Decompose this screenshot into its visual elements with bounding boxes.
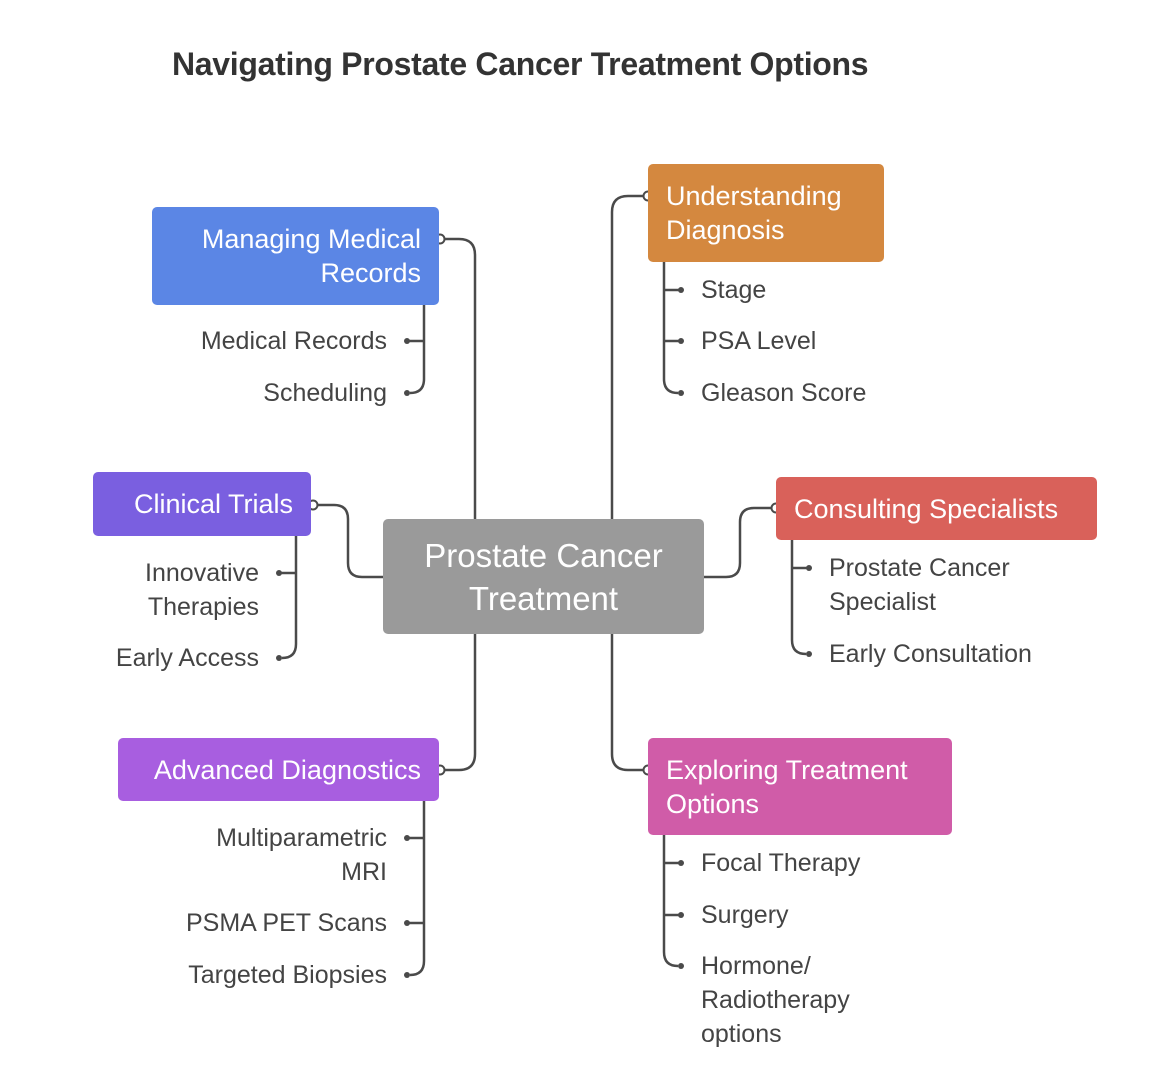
branch-advanced-diagnostics[interactable]: Advanced Diagnostics [118,738,439,801]
branch-label: Consulting Specialists [794,493,1059,524]
connector-diagnosis [610,194,644,519]
item-psa-level: PSA Level [701,327,817,355]
branch-label: Diagnosis [666,215,785,245]
item-stage: Stage [701,276,767,304]
item-line: options [701,1020,782,1048]
center-node-line1: Prostate Cancer [424,536,663,574]
center-node[interactable]: Prostate Cancer Treatment [383,519,704,634]
item-surgery: Surgery [701,901,789,929]
item-line: Prostate Cancer [829,554,1010,582]
item-hormone-radiotherapy: Hormone/ Radiotherapy options [701,949,850,1051]
item-focal-therapy: Focal Therapy [701,849,861,877]
diagram-title: Navigating Prostate Cancer Treatment Opt… [172,46,869,82]
branch-label: Exploring Treatment [666,754,908,785]
item-multiparametric-mri: Multiparametric MRI [216,821,387,889]
item-gleason-score: Gleason Score [701,379,867,407]
branch-medical-records[interactable]: Managing Medical Records [152,207,439,305]
branch-label: Understanding [666,181,842,211]
connector-specialists [704,506,772,579]
center-node-line2: Treatment [468,579,619,617]
branch-specialists[interactable]: Consulting Specialists [776,477,1097,540]
item-line: Innovative [145,559,259,587]
item-early-consultation: Early Consultation [829,640,1032,668]
item-psma-pet-scans: PSMA PET Scans [185,909,387,937]
branch-diagnosis[interactable]: Understanding Diagnosis [648,164,884,262]
branch-treatment-options[interactable]: Exploring Treatment Options [648,738,952,835]
branch-label: Managing Medical [201,224,421,254]
connector-clinical-trials [317,503,383,579]
item-line: Specialist [829,588,936,616]
item-line: Hormone/ [701,952,811,980]
branch-clinical-trials[interactable]: Clinical Trials [93,472,311,536]
branch-label: Options [666,788,760,819]
connector-medical-records [444,237,477,519]
connector-advanced-diagnostics [444,634,477,772]
item-prostate-cancer-specialist: Prostate Cancer Specialist [829,551,1010,619]
item-innovative-therapies: Innovative Therapies [145,556,259,624]
branch-label: Records [320,258,421,288]
item-line: Multiparametric [216,824,387,852]
connector-treatment-options [610,634,644,772]
branch-label: Clinical Trials [133,489,293,519]
item-early-access: Early Access [115,644,259,672]
item-targeted-biopsies: Targeted Biopsies [188,961,387,989]
item-scheduling: Scheduling [263,379,387,407]
item-line: Therapies [147,593,259,621]
branch-label: Advanced Diagnostics [153,754,421,785]
item-line: Radiotherapy [701,986,850,1014]
item-line: MRI [341,858,387,886]
item-medical-records: Medical Records [200,327,387,355]
